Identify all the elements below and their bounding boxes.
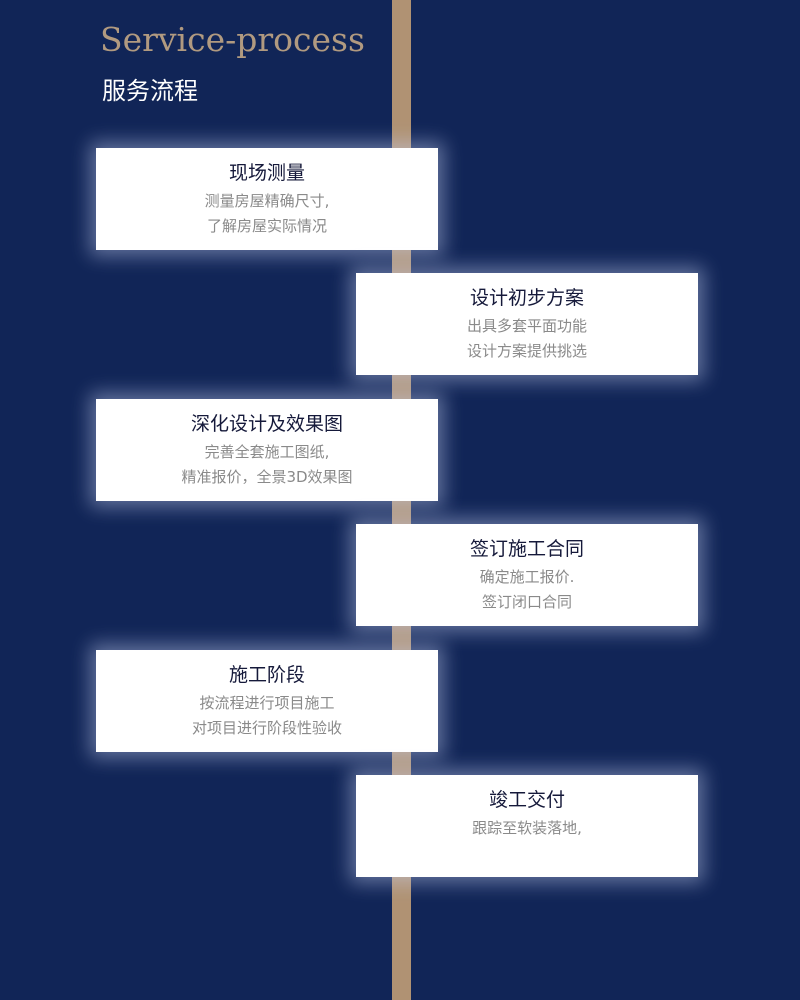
step-title: 签订施工合同 xyxy=(469,538,584,560)
step-card: 现场测量 测量房屋精确尺寸, 了解房屋实际情况 xyxy=(96,148,438,250)
title-chinese: 服务流程 xyxy=(102,77,198,105)
step-card: 设计初步方案 出具多套平面功能 设计方案提供挑选 xyxy=(356,273,698,375)
step-desc: 跟踪至软装落地, xyxy=(472,819,582,837)
step-desc: 确定施工报价. xyxy=(479,568,575,586)
step-title: 现场测量 xyxy=(228,162,305,184)
step-desc: 签订闭口合同 xyxy=(481,593,572,611)
title-english: Service-process xyxy=(100,20,365,59)
step-title: 深化设计及效果图 xyxy=(190,413,343,435)
step-title: 设计初步方案 xyxy=(469,287,584,309)
step-desc: 了解房屋实际情况 xyxy=(206,217,327,235)
step-desc: 精准报价，全景3D效果图 xyxy=(181,468,353,486)
step-desc: 出具多套平面功能 xyxy=(466,317,587,335)
step-desc: 按流程进行项目施工 xyxy=(199,694,335,712)
step-card: 施工阶段 按流程进行项目施工 对项目进行阶段性验收 xyxy=(96,650,438,752)
step-title: 竣工交付 xyxy=(488,789,565,811)
step-desc: 对项目进行阶段性验收 xyxy=(191,719,342,737)
step-title: 施工阶段 xyxy=(228,664,305,686)
step-card: 签订施工合同 确定施工报价. 签订闭口合同 xyxy=(356,524,698,626)
step-desc: 完善全套施工图纸, xyxy=(204,443,330,461)
step-card: 竣工交付 跟踪至软装落地, xyxy=(356,775,698,877)
step-desc: 测量房屋精确尺寸, xyxy=(204,192,330,210)
step-card: 深化设计及效果图 完善全套施工图纸, 精准报价，全景3D效果图 xyxy=(96,399,438,501)
step-desc: 设计方案提供挑选 xyxy=(466,342,587,360)
